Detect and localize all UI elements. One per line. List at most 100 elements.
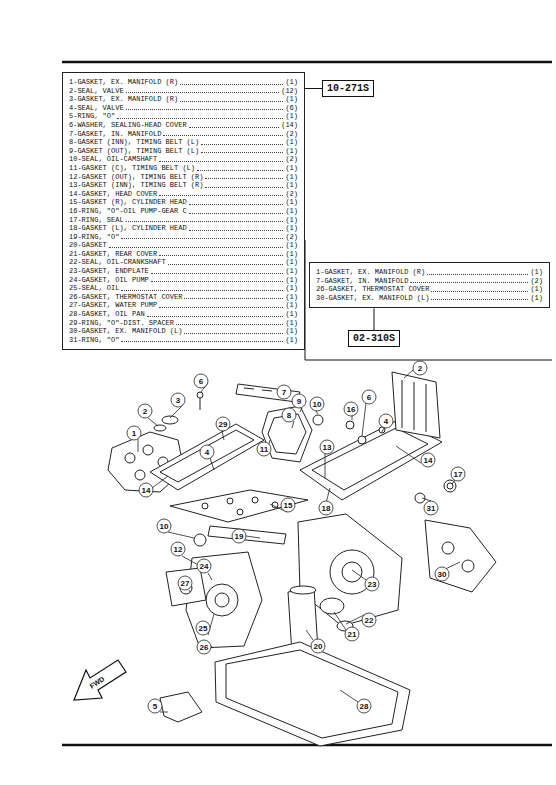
engine-parts xyxy=(108,372,496,746)
leader-lines xyxy=(138,370,460,712)
parts-list-row: 29-RING, "O"-DIST. SPACER(1) xyxy=(69,319,298,328)
callout-number: 30 xyxy=(438,570,447,579)
callout-number: 15 xyxy=(284,501,293,510)
engine-parts xyxy=(236,384,300,402)
quantity: (2) xyxy=(285,130,298,139)
part-name: 14-GASKET, HEAD COVER xyxy=(69,190,157,199)
engine-parts xyxy=(342,562,362,582)
engine-parts xyxy=(358,436,366,444)
part-name: 7-GASKET, IN. MANIFOLD xyxy=(316,277,408,286)
parts-list-row: 10-SEAL, OIL-CAMSHAFT(2) xyxy=(69,155,298,164)
callout-circles xyxy=(127,426,141,440)
engine-parts xyxy=(444,480,456,492)
dot-leader xyxy=(126,92,280,93)
engine-parts xyxy=(462,560,474,572)
engine-parts xyxy=(215,642,410,746)
dot-leader xyxy=(189,230,284,231)
parts-list-box: 1-GASKET, EX. MANIFOLD (R)(1)7-GASKET, I… xyxy=(309,262,550,308)
callout-number: 31 xyxy=(427,504,436,513)
quantity: (1) xyxy=(285,216,298,225)
parts-list-row: 23-GASKET, ENDPLATE(1) xyxy=(69,267,298,276)
dot-leader xyxy=(159,307,283,308)
callout-number: 21 xyxy=(348,630,357,639)
callout-number: 10 xyxy=(160,522,169,531)
engine-parts xyxy=(160,692,202,722)
part-name: 5-RING, "O" xyxy=(69,112,115,121)
callout-circles xyxy=(194,374,208,388)
quantity: (1) xyxy=(285,319,298,328)
quantity: (12) xyxy=(281,87,298,96)
engine-parts xyxy=(226,650,398,738)
callout-number: 2 xyxy=(418,364,422,373)
part-name: 30-GASKET, EX. MANIFOLD (L) xyxy=(316,294,429,303)
part-name: 18-GASKET (L), CYLINDER HEAD xyxy=(69,224,187,233)
dot-leader xyxy=(197,170,283,171)
parts-list-row: 12-GASKET (OUT), TIMING BELT (R)(1) xyxy=(69,173,298,182)
parts-list-row: 27-GASKET, WATER PUMP(1) xyxy=(69,301,298,310)
callout-number: 6 xyxy=(367,393,371,402)
quantity: (1) xyxy=(285,147,298,156)
parts-list-row: 8-GASKET (INN), TIMING BELT (L)(1) xyxy=(69,138,298,147)
part-name: 26-GASKET, THERMOSTAT COVER xyxy=(316,285,429,294)
engine-parts xyxy=(392,372,440,438)
quantity: (2) xyxy=(530,277,543,286)
parts-list-row: 28-GASKET, OIL PAN(1) xyxy=(69,310,298,319)
callout-number: 29 xyxy=(219,420,228,429)
engine-parts xyxy=(160,430,254,482)
page-frame xyxy=(62,61,552,64)
dot-leader xyxy=(151,273,284,274)
dot-leader xyxy=(189,204,284,205)
part-name: 25-SEAL, OIL xyxy=(69,284,119,293)
callout-number: 19 xyxy=(235,532,244,541)
callout-number: 23 xyxy=(368,580,377,589)
callout-number: 18 xyxy=(322,504,331,513)
callout-circles xyxy=(197,559,211,573)
callout-circles xyxy=(345,627,359,641)
parts-list-row: 20-GASKET(1) xyxy=(69,241,298,250)
callout-circles xyxy=(311,639,325,653)
part-name: 9-GASKET (OUT), TIMING BELT (L) xyxy=(69,147,199,156)
parts-list-row: 18-GASKET (L), CYLINDER HEAD (1) xyxy=(69,224,298,233)
callout-circles xyxy=(319,501,333,515)
callout-circles xyxy=(310,397,324,411)
dot-leader xyxy=(427,274,528,275)
quantity: (1) xyxy=(285,138,298,147)
callout-number: 22 xyxy=(365,616,374,625)
kit-code: 02-310S xyxy=(353,333,395,344)
callout-number: 14 xyxy=(424,456,433,465)
callout-number: 11 xyxy=(260,445,268,454)
engine-parts xyxy=(206,584,238,616)
engine-parts xyxy=(197,392,203,398)
callout-number: 28 xyxy=(360,702,369,711)
callout-circles xyxy=(282,408,296,422)
quantity: (1) xyxy=(285,224,298,233)
part-name: 15-GASKET (R), CYLINDER HEAD xyxy=(69,198,187,207)
dot-leader xyxy=(201,152,283,153)
callout-number: 1 xyxy=(132,429,136,438)
quantity: (1) xyxy=(285,78,298,87)
engine-parts xyxy=(170,490,308,522)
callout-circles xyxy=(413,361,427,375)
parts-list-row: 22-SEAL, OIL-CRANKSHAFT(1) xyxy=(69,258,298,267)
dot-leader xyxy=(147,316,284,317)
kit-code-box: 10-271S xyxy=(322,80,374,97)
dot-leader xyxy=(184,333,283,334)
quantity: (1) xyxy=(285,310,298,319)
fwd-arrow xyxy=(74,660,126,700)
parts-list-row: 6-WASHER, SEALING-HEAD COVER(14) xyxy=(69,121,298,130)
quantity: (1) xyxy=(285,181,298,190)
dot-leader xyxy=(121,290,283,291)
quantity: (1) xyxy=(285,95,298,104)
part-name: 22-SEAL, OIL-CRANKSHAFT xyxy=(69,258,166,267)
engine-parts xyxy=(313,415,323,425)
callout-number: 27 xyxy=(181,579,190,588)
callout-circles xyxy=(379,414,393,428)
part-name: 4-SEAL, VALVE xyxy=(69,104,124,113)
part-name: 16-RING, "O"-OIL PUMP-GEAR C xyxy=(69,207,187,216)
engine-parts xyxy=(143,445,153,455)
callout-number: 25 xyxy=(199,624,208,633)
callout-circles xyxy=(362,390,376,404)
quantity: (1) xyxy=(285,207,298,216)
part-name: 31-RING, "O" xyxy=(69,336,119,345)
callout-number: 9 xyxy=(297,397,301,406)
